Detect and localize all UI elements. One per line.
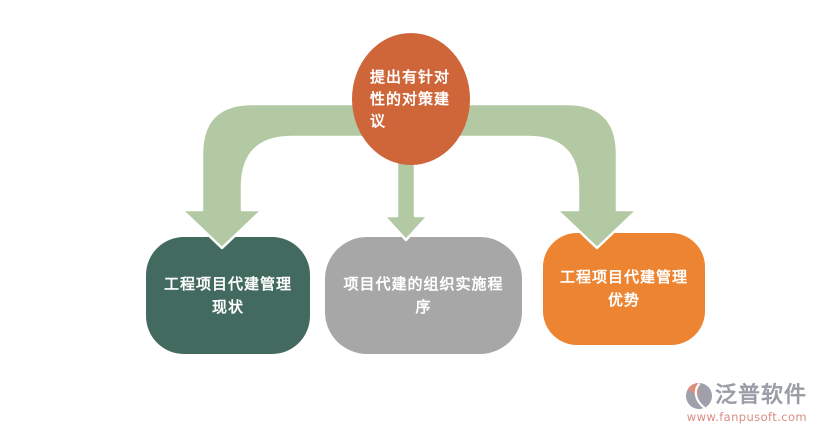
brand-watermark: 泛普软件 www.fanpusoft.com [685, 382, 807, 424]
node-root-proposal: 提出有针对性的对策建议 [352, 33, 470, 165]
node-label: 项目代建的组织实施程序 [343, 274, 504, 316]
brand-name: 泛普软件 [714, 383, 807, 408]
arrow-right-icon [452, 102, 639, 250]
fanpu-logo-icon [685, 382, 712, 409]
arrow-down-icon [382, 153, 430, 242]
arrow-left-icon [180, 102, 370, 250]
node-label: 提出有针对性的对策建议 [370, 68, 451, 130]
node-label: 工程项目代建管理现状 [163, 274, 292, 316]
node-label: 工程项目代建管理优势 [559, 268, 688, 309]
brand-url: www.fanpusoft.com [686, 410, 807, 424]
node-daijian-status: 工程项目代建管理现状 [146, 237, 310, 354]
node-daijian-advantage: 工程项目代建管理优势 [543, 233, 705, 345]
node-implementation-procedure: 项目代建的组织实施程序 [325, 237, 522, 354]
